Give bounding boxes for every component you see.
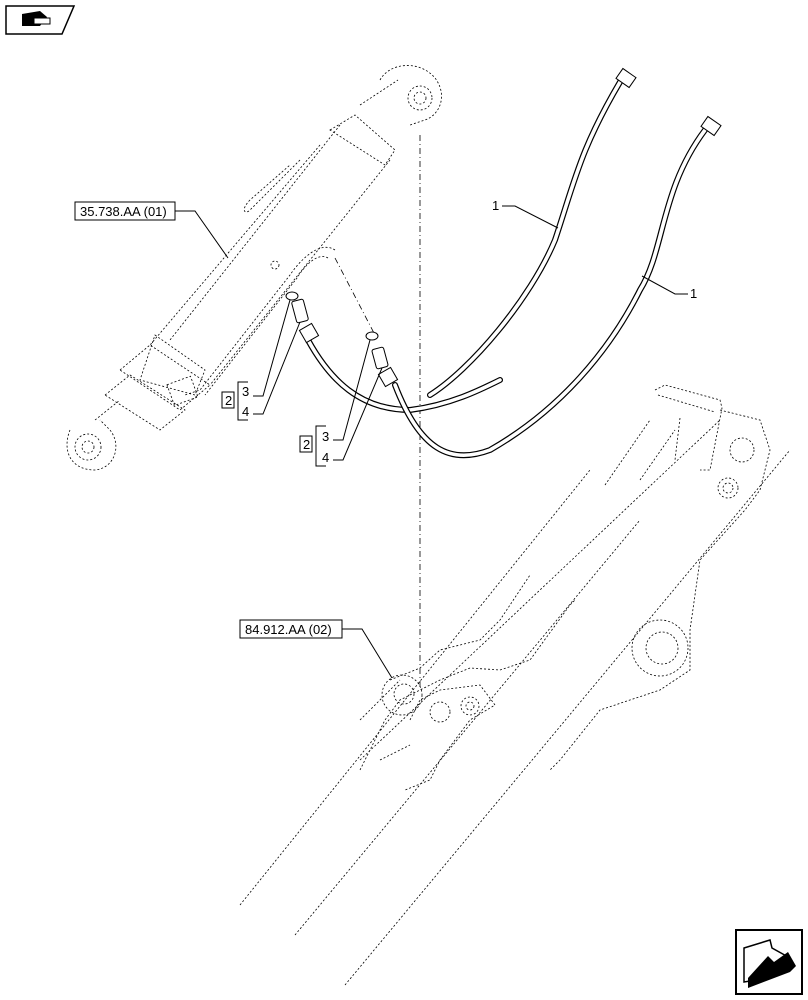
callout-hose-top: 1: [492, 198, 559, 229]
svg-text:1: 1: [492, 198, 499, 213]
svg-text:2: 2: [225, 393, 232, 408]
book-reference-icon[interactable]: [5, 5, 76, 35]
hydraulic-cylinder: [66, 65, 442, 471]
svg-text:3: 3: [322, 429, 329, 444]
reference-cylinder-label: 35.738.AA (01): [80, 204, 167, 219]
boom-arm: [239, 384, 791, 986]
callout-group-right: 2 3 4: [299, 339, 383, 467]
svg-text:3: 3: [242, 384, 249, 399]
fittings-left: [285, 291, 309, 324]
svg-text:4: 4: [322, 450, 329, 465]
navigation-arrow-icon[interactable]: [735, 929, 803, 995]
reference-boom-label: 84.912.AA (02): [245, 622, 332, 637]
fittings-right: [365, 331, 389, 370]
svg-text:2: 2: [303, 437, 310, 452]
callout-group-left: 2 3 4: [221, 299, 301, 421]
svg-text:1: 1: [690, 286, 697, 301]
callout-hose-right: 1: [641, 275, 697, 301]
hose-assembly: [298, 67, 722, 459]
reference-cylinder[interactable]: 35.738.AA (01): [74, 201, 229, 259]
svg-text:4: 4: [242, 404, 249, 419]
reference-boom[interactable]: 84.912.AA (02): [239, 619, 393, 679]
